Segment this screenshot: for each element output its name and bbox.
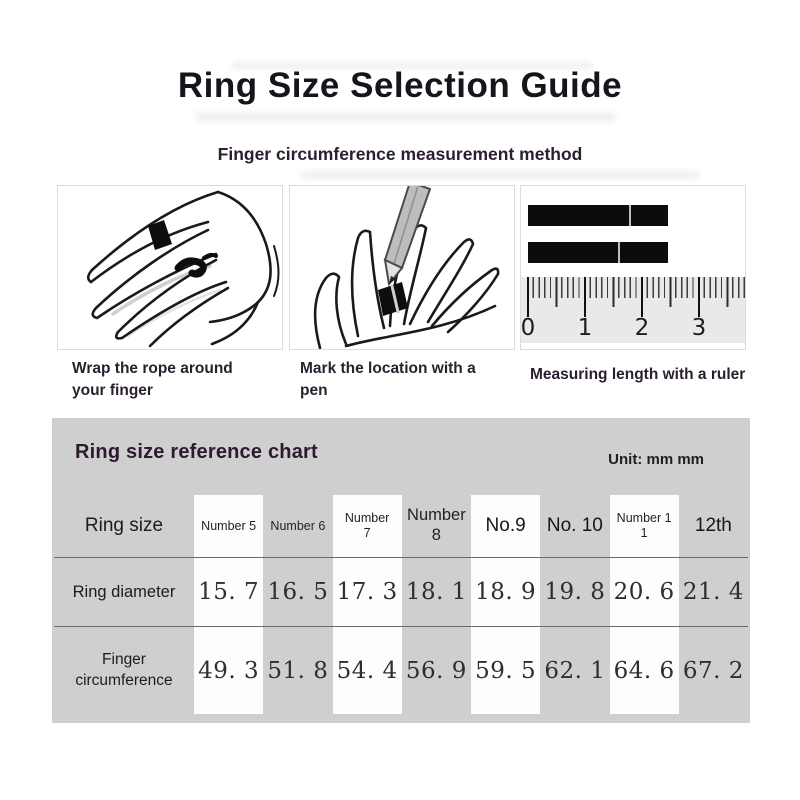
circumference-value: 51. 8: [267, 657, 329, 684]
ring-diameter-row: Ring diameter 15. 7 16. 5 17. 3 18. 1 18…: [54, 557, 748, 627]
circumference-value: 62. 1: [544, 657, 606, 684]
col-header-no9: No.9: [471, 495, 541, 558]
ghost-text-top: [232, 62, 592, 69]
caption-mark-pen: Mark the location with a pen: [300, 360, 476, 400]
page-subtitle: Finger circumference measurement method: [217, 144, 583, 164]
ruler-ticks: [527, 277, 745, 319]
panel-title: Ring size reference chart: [75, 441, 318, 463]
ruler-number-2: 2: [634, 315, 650, 341]
col-header-12th: 12th: [678, 495, 748, 558]
diameter-value: 16. 5: [263, 557, 333, 627]
size-reference-panel: Ring size reference chart Unit: mm mm Ri…: [52, 418, 750, 723]
ghost-text-above-boxes: [300, 171, 700, 179]
col-header-number8: Number 8: [401, 495, 471, 558]
circumference-value: 54. 4: [332, 626, 402, 714]
ruler-number-1: 1: [577, 315, 593, 341]
unit-label: Unit: mm mm: [608, 451, 704, 468]
mark-notch: [629, 205, 631, 226]
hand-with-pen-icon: [313, 186, 500, 349]
circumference-value: 67. 2: [682, 657, 744, 684]
diameter-value: 17. 3: [332, 557, 402, 627]
col-header-number11: Number 1 1: [609, 495, 679, 558]
ruler: 0 1 2 3: [521, 277, 745, 343]
diameter-value: 21. 4: [678, 557, 748, 627]
circumference-value: 59. 5: [471, 626, 541, 714]
rope-strip-2: [528, 242, 668, 263]
ruler-number-3: 3: [691, 315, 707, 341]
rope-strip-1: [528, 205, 668, 226]
diameter-value: 15. 7: [194, 557, 264, 627]
col-header-number7: Number 7: [332, 495, 402, 558]
illustration-wrap-rope: [57, 185, 283, 350]
table-header-row: Ring size Number 5 Number 6 Number 7 Num…: [54, 495, 748, 558]
illustration-mark-pen: [289, 185, 515, 350]
row-header-ring-size: Ring size: [54, 495, 194, 558]
diameter-value: 18. 9: [471, 557, 541, 627]
page-title: Ring Size Selection Guide: [177, 66, 623, 105]
finger-circumference-row: Finger circumference 49. 3 51. 8 54. 4 5…: [54, 626, 748, 714]
col-header-number6: Number 6: [263, 495, 333, 558]
diameter-value: 20. 6: [609, 557, 679, 627]
col-header-no10: No. 10: [540, 495, 610, 558]
hand-with-rope-icon: [86, 190, 280, 348]
circumference-value: 56. 9: [405, 657, 467, 684]
row-header-finger-circumference: Finger circumference: [75, 650, 173, 689]
mark-notch: [618, 242, 620, 263]
col-header-number5: Number 5: [194, 495, 264, 558]
illustration-ruler: 0 1 2 3: [520, 185, 746, 350]
ruler-number-0: 0: [520, 315, 536, 341]
caption-measure-ruler: Measuring length with a ruler: [530, 366, 746, 383]
circumference-value: 64. 6: [609, 626, 679, 714]
diameter-value: 18. 1: [401, 557, 471, 627]
circumference-value: 49. 3: [194, 626, 264, 714]
ring-size-table: Ring size Number 5 Number 6 Number 7 Num…: [54, 495, 748, 714]
ghost-text-under-title: [195, 112, 615, 122]
caption-wrap-rope: Wrap the rope around your finger: [72, 360, 233, 400]
diameter-value: 19. 8: [540, 557, 610, 627]
row-header-ring-diameter: Ring diameter: [54, 557, 194, 627]
